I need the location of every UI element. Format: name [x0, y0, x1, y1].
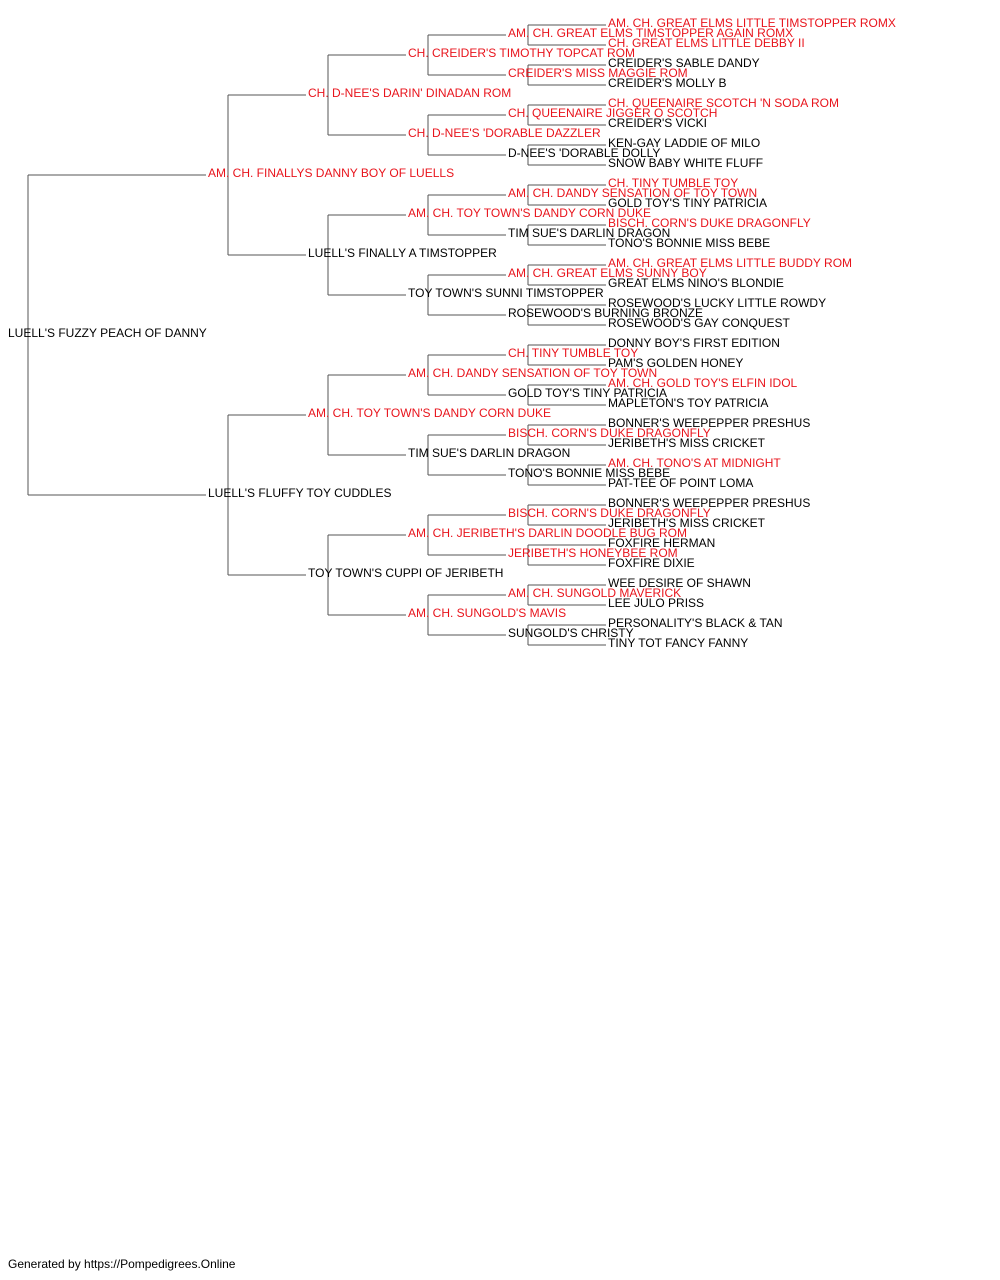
dog-jeribeth-s-honeybee-rom: JERIBETH'S HONEYBEE ROM	[508, 546, 678, 560]
dog-am-ch-finallys-danny-boy-of-luells: AM. CH. FINALLYS DANNY BOY OF LUELLS	[208, 166, 455, 180]
dog-am-ch-great-elms-little-buddy-rom: AM. CH. GREAT ELMS LITTLE BUDDY ROM	[608, 256, 853, 270]
dog-ch-tiny-tumble-toy: CH. TINY TUMBLE TOY	[508, 346, 639, 360]
dog-bonner-s-weepepper-preshus: BONNER'S WEEPEPPER PRESHUS	[608, 496, 811, 510]
dog-am-ch-gold-toy-s-elfin-idol: AM. CH. GOLD TOY'S ELFIN IDOL	[608, 376, 798, 390]
dog-tono-s-bonnie-miss-bebe: TONO'S BONNIE MISS BEBE	[608, 236, 771, 250]
dog-gold-toy-s-tiny-patricia: GOLD TOY'S TINY PATRICIA	[508, 386, 667, 400]
dog-am-ch-great-elms-timstopper-again-romx: AM. CH. GREAT ELMS TIMSTOPPER AGAIN ROMX	[508, 26, 794, 40]
dog-rosewood-s-burning-bronze: ROSEWOOD'S BURNING BRONZE	[508, 306, 703, 320]
dog-am-ch-sungold-s-mavis: AM. CH. SUNGOLD'S MAVIS	[408, 606, 567, 620]
dog-ch-tiny-tumble-toy: CH. TINY TUMBLE TOY	[608, 176, 739, 190]
dog-luell-s-finally-a-timstopper: LUELL'S FINALLY A TIMSTOPPER	[308, 246, 497, 260]
dog-tono-s-bonnie-miss-bebe: TONO'S BONNIE MISS BEBE	[508, 466, 671, 480]
dog-creider-s-molly-b: CREIDER'S MOLLY B	[608, 76, 727, 90]
dog-rosewood-s-gay-conquest: ROSEWOOD'S GAY CONQUEST	[608, 316, 790, 330]
dog-ch-creider-s-timothy-topcat-rom: CH. CREIDER'S TIMOTHY TOPCAT ROM	[408, 46, 635, 60]
dog-toy-town-s-sunni-timstopper: TOY TOWN'S SUNNI TIMSTOPPER	[408, 286, 604, 300]
dog-am-ch-sungold-maverick: AM. CH. SUNGOLD MAVERICK	[508, 586, 682, 600]
dog-ch-queenaire-jigger-o-scotch: CH. QUEENAIRE JIGGER O SCOTCH	[508, 106, 718, 120]
dog-snow-baby-white-fluff: SNOW BABY WHITE FLUFF	[608, 156, 764, 170]
dog-jeribeth-s-miss-cricket: JERIBETH'S MISS CRICKET	[608, 516, 765, 530]
dog-ken-gay-laddie-of-milo: KEN-GAY LADDIE OF MILO	[608, 136, 761, 150]
dog-foxfire-herman: FOXFIRE HERMAN	[608, 536, 716, 550]
dog-ch-d-nee-s-dorable-dazzler: CH. D-NEE'S 'DORABLE DAZZLER	[408, 126, 601, 140]
dog-rosewood-s-lucky-little-rowdy: ROSEWOOD'S LUCKY LITTLE ROWDY	[608, 296, 827, 310]
dog-sungold-s-christy: SUNGOLD'S CHRISTY	[508, 626, 634, 640]
dog-tim-sue-s-darlin-dragon: TIM SUE'S DARLIN DRAGON	[508, 226, 671, 240]
dog-ch-queenaire-scotch-n-soda-rom: CH. QUEENAIRE SCOTCH 'N SODA ROM	[608, 96, 839, 110]
dog-wee-desire-of-shawn: WEE DESIRE OF SHAWN	[608, 576, 751, 590]
dog-am-ch-dandy-sensation-of-toy-town: AM. CH. DANDY SENSATION OF TOY TOWN	[508, 186, 758, 200]
dog-foxfire-dixie: FOXFIRE DIXIE	[608, 556, 695, 570]
dog-luell-s-fluffy-toy-cuddles: LUELL'S FLUFFY TOY CUDDLES	[208, 486, 392, 500]
dog-donny-boy-s-first-edition: DONNY BOY'S FIRST EDITION	[608, 336, 780, 350]
dog-jeribeth-s-miss-cricket: JERIBETH'S MISS CRICKET	[608, 436, 765, 450]
dog-tiny-tot-fancy-fanny: TINY TOT FANCY FANNY	[608, 636, 749, 650]
dog-am-ch-great-elms-little-timstopper-romx: AM. CH. GREAT ELMS LITTLE TIMSTOPPER ROM…	[608, 16, 896, 30]
dog-bisch-corn-s-duke-dragonfly: BISCH. CORN'S DUKE DRAGONFLY	[508, 506, 711, 520]
dog-lee-julo-priss: LEE JULO PRISS	[608, 596, 705, 610]
dog-personality-s-black-tan: PERSONALITY'S BLACK & TAN	[608, 616, 783, 630]
dog-am-ch-jeribeth-s-darlin-doodle-bug-rom: AM. CH. JERIBETH'S DARLIN DOODLE BUG ROM	[408, 526, 687, 540]
dog-ch-d-nee-s-darin-dinadan-rom: CH. D-NEE'S DARIN' DINADAN ROM	[308, 86, 512, 100]
dog-mapleton-s-toy-patricia: MAPLETON'S TOY PATRICIA	[608, 396, 769, 410]
dog-tim-sue-s-darlin-dragon: TIM SUE'S DARLIN DRAGON	[408, 446, 571, 460]
dog-great-elms-nino-s-blondie: GREAT ELMS NINO'S BLONDIE	[608, 276, 784, 290]
dog-bisch-corn-s-duke-dragonfly: BISCH. CORN'S DUKE DRAGONFLY	[508, 426, 711, 440]
dog-ch-great-elms-little-debby-ii: CH. GREAT ELMS LITTLE DEBBY II	[608, 36, 805, 50]
dog-bisch-corn-s-duke-dragonfly: BISCH. CORN'S DUKE DRAGONFLY	[608, 216, 811, 230]
dog-am-ch-great-elms-sunny-boy: AM. CH. GREAT ELMS SUNNY BOY	[508, 266, 707, 280]
dog-am-ch-tono-s-at-midnight: AM. CH. TONO'S AT MIDNIGHT	[608, 456, 781, 470]
dog-pat-tee-of-point-loma: PAT-TEE OF POINT LOMA	[608, 476, 754, 490]
dog-toy-town-s-cuppi-of-jeribeth: TOY TOWN'S CUPPI OF JERIBETH	[308, 566, 504, 580]
dog-bonner-s-weepepper-preshus: BONNER'S WEEPEPPER PRESHUS	[608, 416, 811, 430]
dog-gold-toy-s-tiny-patricia: GOLD TOY'S TINY PATRICIA	[608, 196, 767, 210]
generated-by-footer: Generated by https://Pompedigrees.Online	[8, 1257, 236, 1271]
dog-creider-s-vicki: CREIDER'S VICKI	[608, 116, 707, 130]
dog-creider-s-miss-maggie-rom: CREIDER'S MISS MAGGIE ROM	[508, 66, 688, 80]
dog-am-ch-toy-town-s-dandy-corn-duke: AM. CH. TOY TOWN'S DANDY CORN DUKE	[308, 406, 551, 420]
dog-d-nee-s-dorable-dolly: D-NEE'S 'DORABLE DOLLY	[508, 146, 661, 160]
dog-creider-s-sable-dandy: CREIDER'S SABLE DANDY	[608, 56, 760, 70]
dog-pam-s-golden-honey: PAM'S GOLDEN HONEY	[608, 356, 744, 370]
dog-am-ch-toy-town-s-dandy-corn-duke: AM. CH. TOY TOWN'S DANDY CORN DUKE	[408, 206, 651, 220]
dog-am-ch-dandy-sensation-of-toy-town: AM. CH. DANDY SENSATION OF TOY TOWN	[408, 366, 658, 380]
dog-luell-s-fuzzy-peach-of-danny: LUELL'S FUZZY PEACH OF DANNY	[8, 326, 207, 340]
